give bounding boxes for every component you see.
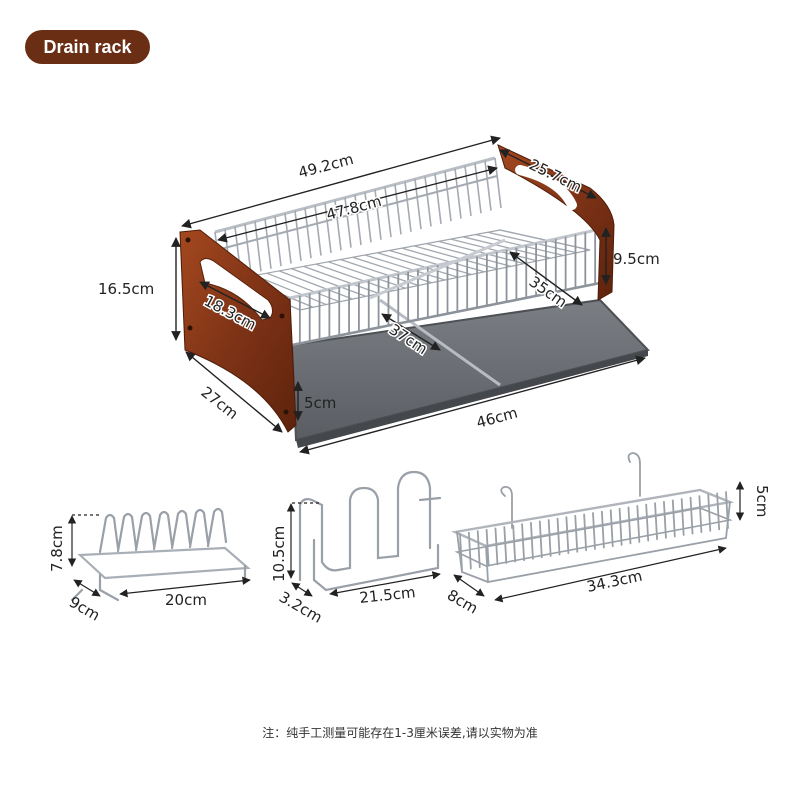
dim-inner-depth: 35cm [526, 273, 571, 312]
hanging-basket [450, 452, 735, 584]
dim-basket-width: 34.3cm [585, 567, 644, 596]
dim-total-height: 16.5cm [98, 280, 154, 298]
dim-tray-width: 46cm [474, 404, 519, 432]
dim-right-height: 9.5cm [613, 250, 660, 268]
title-badge: Drain rack [25, 30, 150, 64]
dim-plate-height: 7.8cm [48, 525, 66, 572]
dim-hook-height: 10.5cm [270, 526, 288, 582]
dim-hook-depth: 3.2cm [276, 588, 325, 627]
dim-tray-gap: 5cm [304, 394, 336, 412]
dim-basket-height: 5cm [753, 485, 771, 517]
main-dimension-lines [171, 135, 646, 455]
plate-rack [70, 507, 251, 602]
footnote: 注：纯手工测量可能存在1-3厘米误差,请以实物为准 [262, 726, 538, 740]
dim-plate-depth: 9cm [66, 593, 103, 625]
dim-hook-width: 21.5cm [359, 583, 417, 607]
dim-base-depth: 27cm [198, 383, 242, 423]
dim-plate-width: 20cm [165, 591, 207, 609]
dim-main-width: 49.2cm [296, 150, 355, 182]
left-wood-panel [179, 229, 297, 433]
hook-rack [298, 470, 442, 592]
